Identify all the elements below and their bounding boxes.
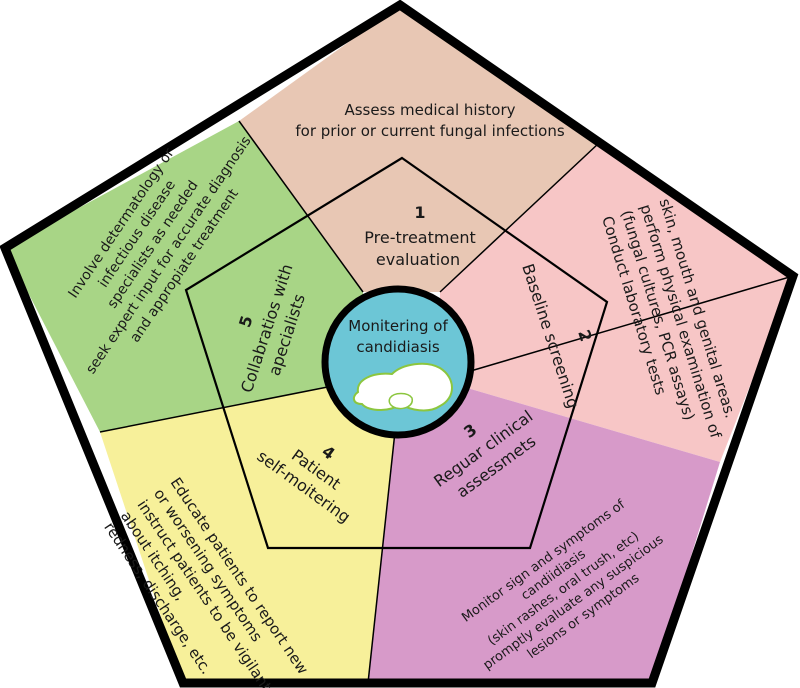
segment-1-region	[239, 5, 599, 292]
inner-pentagon-outline	[184, 156, 609, 550]
segment-1-detail-line-2: for prior or current fungal infections	[295, 122, 564, 140]
segment-1-title-line-2: evaluation	[376, 250, 460, 269]
segment-1-detail-line-1: Assess medical history	[344, 101, 515, 119]
center-title-line-2: candidiasis	[356, 338, 439, 356]
segment-3-region	[368, 380, 720, 683]
segment-1-title-line-1: Pre-treatment	[364, 228, 475, 247]
segment-4-region	[100, 380, 400, 683]
center-circle	[321, 285, 475, 439]
center-title-line-1: Monitering of	[348, 317, 448, 335]
segment-1-number: 1	[414, 203, 425, 222]
segment-5-region	[5, 121, 363, 432]
segment-2-region	[440, 143, 793, 462]
segment-5-number: 5	[235, 313, 257, 329]
candida-cell-icon	[352, 362, 453, 412]
